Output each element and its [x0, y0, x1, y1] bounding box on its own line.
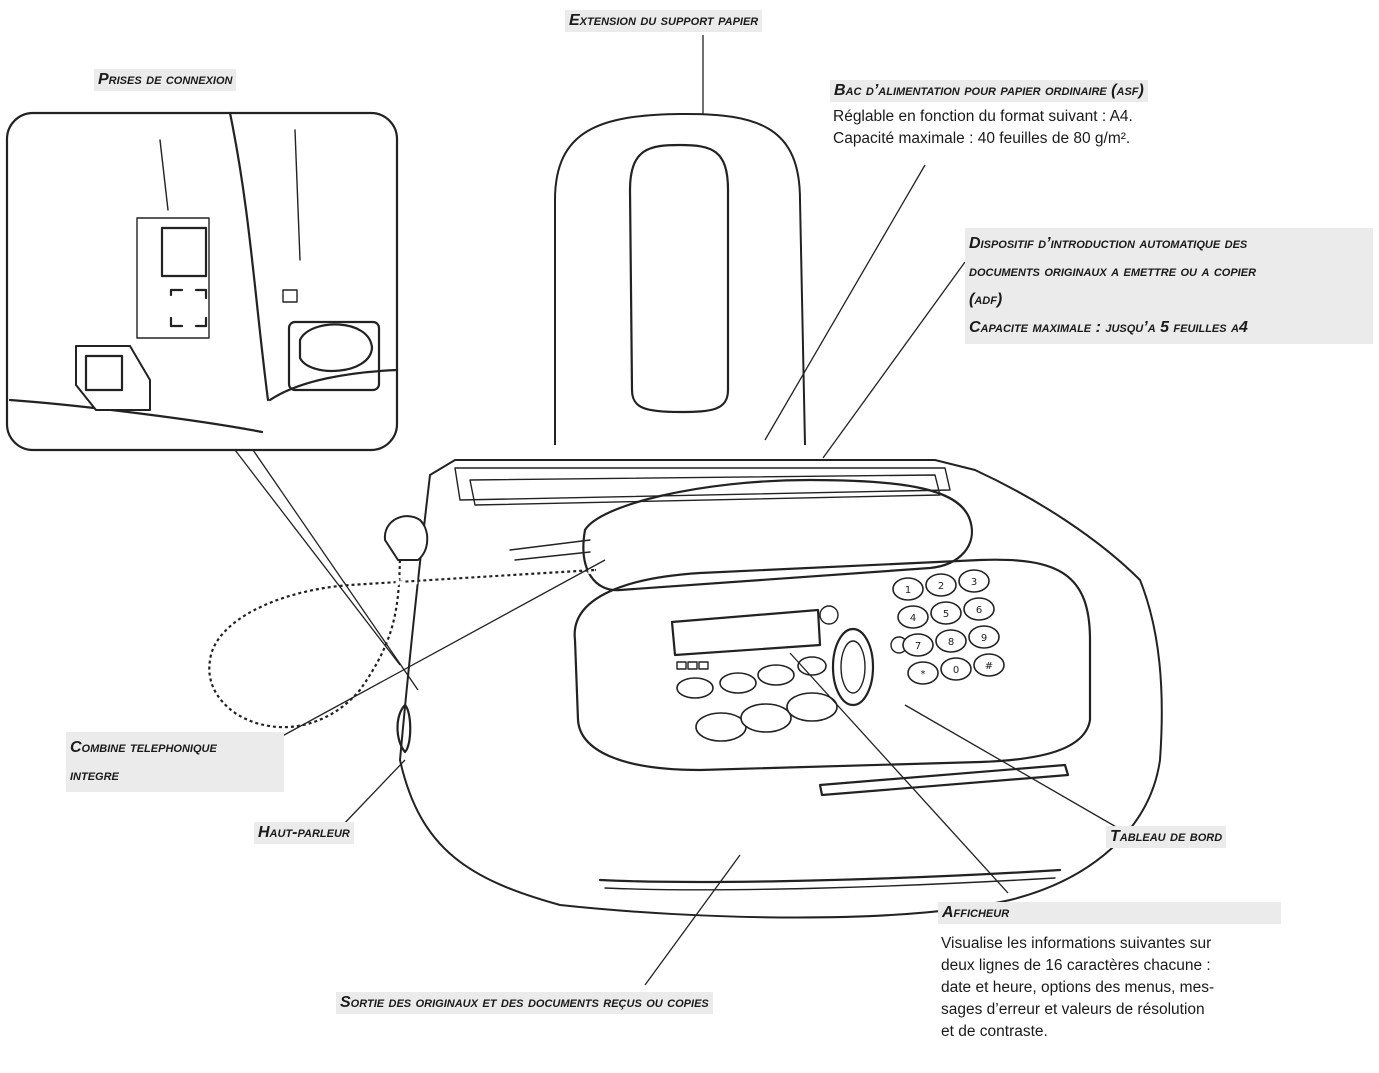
document-feeder-label-line: (adf)	[969, 291, 1003, 308]
keypad-key-label: 0	[953, 665, 959, 676]
keypad-key[interactable]: 2	[925, 573, 957, 597]
keypad-key-shape	[907, 661, 939, 685]
keypad-key-shape	[930, 601, 962, 625]
keypad-key-label: 8	[948, 637, 954, 648]
handset-label-line: integre	[70, 767, 119, 784]
keypad-key[interactable]: 6	[963, 597, 995, 621]
keypad-key-shape	[892, 577, 924, 601]
document-feeder-label-line: Dispositif d’introduction automatique de…	[969, 235, 1248, 252]
paper-tray-description-line: Réglable en fonction du format suivant :…	[833, 108, 1133, 125]
document-output-label: Sortie des originaux et des documents re…	[336, 992, 713, 1014]
display-description-line: et de contraste.	[941, 1023, 1048, 1040]
fax-body	[396, 459, 1163, 919]
display-description: Visualise les informations suivantes sur…	[941, 933, 1214, 1043]
keypad-key[interactable]: #	[973, 653, 1005, 677]
keypad-key[interactable]: 4	[897, 605, 929, 629]
keypad-key[interactable]: 9	[968, 625, 1000, 649]
keypad-key-label: 7	[915, 641, 921, 652]
keypad-key-label: 2	[938, 581, 944, 592]
control-panel-label: Tableau de bord	[1106, 826, 1227, 848]
display-description-line: Visualise les informations suivantes sur	[941, 935, 1212, 952]
keypad-key-label: 4	[910, 613, 916, 624]
keypad-key-shape	[897, 605, 929, 629]
display-label: Afficheur	[938, 902, 1281, 924]
keypad-key-shape	[902, 633, 934, 657]
keypad-key-shape	[973, 653, 1005, 677]
handset-label-line: Combine telephonique	[70, 739, 217, 756]
handset-label: Combine telephonique integre	[66, 732, 284, 792]
connection-sockets-label: Prises de connexion	[94, 69, 237, 91]
keypad-key-shape	[958, 569, 990, 593]
keypad-key-shape	[963, 597, 995, 621]
speaker-label: Haut-parleur	[254, 822, 354, 844]
paper-tray-description-line: Capacité maximale : 40 feuilles de 80 g/…	[833, 130, 1131, 147]
keypad-key[interactable]: 3	[958, 569, 990, 593]
keypad-key[interactable]: 1	[892, 577, 924, 601]
paper-support-extension-label: Extension du support papier	[565, 10, 763, 32]
keypad-key-shape	[935, 629, 967, 653]
connection-sockets-inset	[5, 111, 399, 452]
display-description-line: date et heure, options des menus, mes-	[941, 979, 1215, 996]
keypad-key-label: 3	[971, 577, 977, 588]
paper-tray-description: Réglable en fonction du format suivant :…	[833, 106, 1133, 150]
keypad-key[interactable]: 8	[935, 629, 967, 653]
keypad-key-label: 1	[905, 585, 911, 596]
handset-cord	[205, 515, 597, 731]
keypad-key[interactable]: 5	[930, 601, 962, 625]
keypad-key-label: #	[985, 661, 993, 672]
document-feeder-label-line: documents originaux a emettre ou a copie…	[969, 263, 1257, 280]
keypad-key-label: 6	[976, 605, 982, 616]
keypad-key[interactable]: 0	[940, 657, 972, 681]
keypad-key-shape	[968, 625, 1000, 649]
document-feeder-label-line: Capacite maximale : jusqu’a 5 feuilles a…	[969, 319, 1248, 336]
keypad: 1 2 3 4 5 6 7 8 9 * 0 #	[892, 569, 1005, 685]
display-description-line: deux lignes de 16 caractères chacune :	[941, 957, 1211, 974]
keypad-key[interactable]: 7	[902, 633, 934, 657]
display-description-line: sages d’erreur et valeurs de résolution	[941, 1001, 1205, 1018]
keypad-key-shape	[940, 657, 972, 681]
paper-tray-label: Bac d’alimentation pour papier ordinaire…	[830, 80, 1148, 102]
leader-lines	[234, 35, 1119, 986]
paper-support	[554, 112, 806, 446]
keypad-key[interactable]: *	[907, 661, 939, 685]
keypad-key-label: *	[921, 669, 926, 680]
keypad-key-shape	[925, 573, 957, 597]
document-feeder-label: Dispositif d’introduction automatique de…	[965, 228, 1373, 344]
keypad-key-label: 5	[943, 609, 949, 620]
keypad-key-label: 9	[981, 633, 987, 644]
